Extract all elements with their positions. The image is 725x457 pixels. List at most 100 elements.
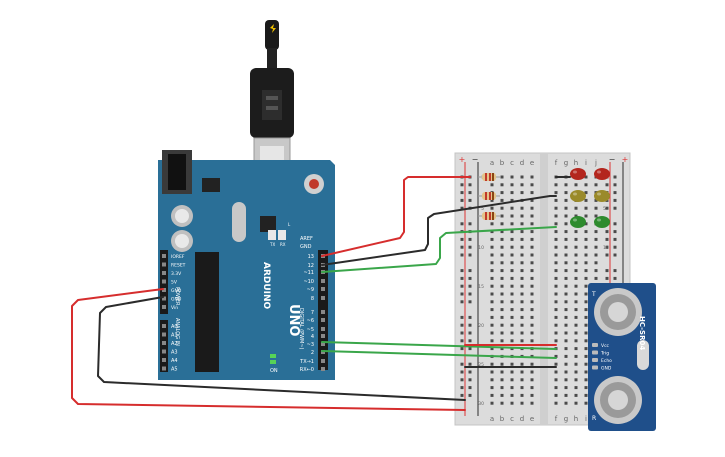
breadboard-hole[interactable] [554, 214, 558, 218]
breadboard-hole[interactable] [554, 354, 558, 358]
breadboard-hole[interactable] [520, 292, 524, 296]
breadboard-hole[interactable] [510, 323, 514, 327]
breadboard-hole[interactable] [520, 214, 524, 218]
breadboard-hole[interactable] [500, 253, 504, 257]
breadboard-hole[interactable] [530, 253, 534, 257]
breadboard-hole[interactable] [500, 308, 504, 312]
breadboard-hole[interactable] [554, 300, 558, 304]
breadboard-hole[interactable] [490, 230, 494, 234]
rail-hole[interactable] [468, 315, 472, 319]
rail-hole[interactable] [460, 269, 464, 273]
breadboard-hole[interactable] [490, 206, 494, 210]
rail-hole[interactable] [460, 315, 464, 319]
breadboard-hole[interactable] [520, 183, 524, 187]
rail-hole[interactable] [468, 222, 472, 226]
breadboard-hole[interactable] [520, 276, 524, 280]
wire-red-5v[interactable] [71, 288, 466, 411]
breadboard-hole[interactable] [594, 206, 598, 210]
breadboard-hole[interactable] [584, 214, 588, 218]
breadboard-hole[interactable] [520, 331, 524, 335]
breadboard-hole[interactable] [554, 315, 558, 319]
breadboard-hole[interactable] [490, 347, 494, 351]
breadboard-hole[interactable] [574, 183, 578, 187]
breadboard-hole[interactable] [584, 198, 588, 202]
breadboard-hole[interactable] [530, 370, 534, 374]
breadboard-hole[interactable] [584, 393, 588, 397]
breadboard-hole[interactable] [594, 269, 598, 273]
breadboard-hole[interactable] [584, 323, 588, 327]
breadboard-hole[interactable] [500, 191, 504, 195]
breadboard-hole[interactable] [574, 308, 578, 312]
rail-hole[interactable] [468, 300, 472, 304]
breadboard-hole[interactable] [530, 198, 534, 202]
digital-pin[interactable] [321, 334, 325, 338]
rail-hole[interactable] [468, 362, 472, 366]
rail-hole[interactable] [605, 245, 609, 249]
breadboard-hole[interactable] [554, 284, 558, 288]
breadboard-hole[interactable] [500, 393, 504, 397]
breadboard-hole[interactable] [490, 401, 494, 405]
breadboard-hole[interactable] [530, 237, 534, 241]
wire-black-pin12[interactable] [321, 195, 557, 266]
breadboard-hole[interactable] [490, 245, 494, 249]
power-pin[interactable] [162, 279, 166, 284]
breadboard-hole[interactable] [564, 362, 568, 366]
breadboard-hole[interactable] [564, 191, 568, 195]
analog-pin[interactable] [162, 366, 166, 371]
rail-hole[interactable] [468, 276, 472, 280]
breadboard-hole[interactable] [564, 401, 568, 405]
breadboard-hole[interactable] [500, 378, 504, 382]
breadboard-hole[interactable] [510, 253, 514, 257]
power-pin[interactable] [162, 288, 166, 292]
breadboard-hole[interactable] [500, 401, 504, 405]
breadboard-hole[interactable] [530, 284, 534, 288]
breadboard-hole[interactable] [510, 362, 514, 366]
breadboard-hole[interactable] [574, 206, 578, 210]
breadboard-hole[interactable] [584, 284, 588, 288]
breadboard-hole[interactable] [584, 378, 588, 382]
rail-hole[interactable] [460, 362, 464, 366]
power-pin[interactable] [162, 262, 166, 267]
rail-hole[interactable] [613, 175, 617, 179]
breadboard-hole[interactable] [584, 206, 588, 210]
breadboard-hole[interactable] [584, 245, 588, 249]
breadboard-hole[interactable] [530, 292, 534, 296]
breadboard-hole[interactable] [520, 393, 524, 397]
breadboard-hole[interactable] [564, 222, 568, 226]
breadboard-hole[interactable] [520, 230, 524, 234]
wire-black-gnd[interactable] [97, 296, 466, 401]
digital-pin[interactable] [321, 342, 325, 346]
breadboard-hole[interactable] [530, 183, 534, 187]
breadboard-hole[interactable] [530, 323, 534, 327]
breadboard-hole[interactable] [510, 401, 514, 405]
rail-hole[interactable] [468, 183, 472, 187]
breadboard-hole[interactable] [584, 347, 588, 351]
breadboard-hole[interactable] [554, 206, 558, 210]
analog-pin[interactable] [162, 332, 166, 337]
breadboard-hole[interactable] [530, 245, 534, 249]
breadboard-hole[interactable] [530, 401, 534, 405]
power-pin[interactable] [162, 271, 166, 275]
breadboard-hole[interactable] [574, 237, 578, 241]
breadboard-hole[interactable] [564, 237, 568, 241]
rail-hole[interactable] [468, 237, 472, 241]
breadboard-hole[interactable] [584, 237, 588, 241]
breadboard-hole[interactable] [594, 245, 598, 249]
breadboard-hole[interactable] [510, 393, 514, 397]
rail-hole[interactable] [468, 393, 472, 397]
breadboard-hole[interactable] [520, 378, 524, 382]
breadboard-hole[interactable] [500, 183, 504, 187]
breadboard-hole[interactable] [594, 261, 598, 265]
breadboard-hole[interactable] [500, 284, 504, 288]
rail-hole[interactable] [460, 276, 464, 280]
breadboard-hole[interactable] [554, 393, 558, 397]
breadboard-hole[interactable] [520, 222, 524, 226]
breadboard-hole[interactable] [500, 362, 504, 366]
breadboard-hole[interactable] [490, 331, 494, 335]
breadboard-hole[interactable] [564, 354, 568, 358]
breadboard-hole[interactable] [564, 300, 568, 304]
breadboard-hole[interactable] [520, 175, 524, 179]
wire-green-pin2[interactable] [321, 350, 557, 359]
breadboard-hole[interactable] [530, 378, 534, 382]
rail-hole[interactable] [460, 206, 464, 210]
